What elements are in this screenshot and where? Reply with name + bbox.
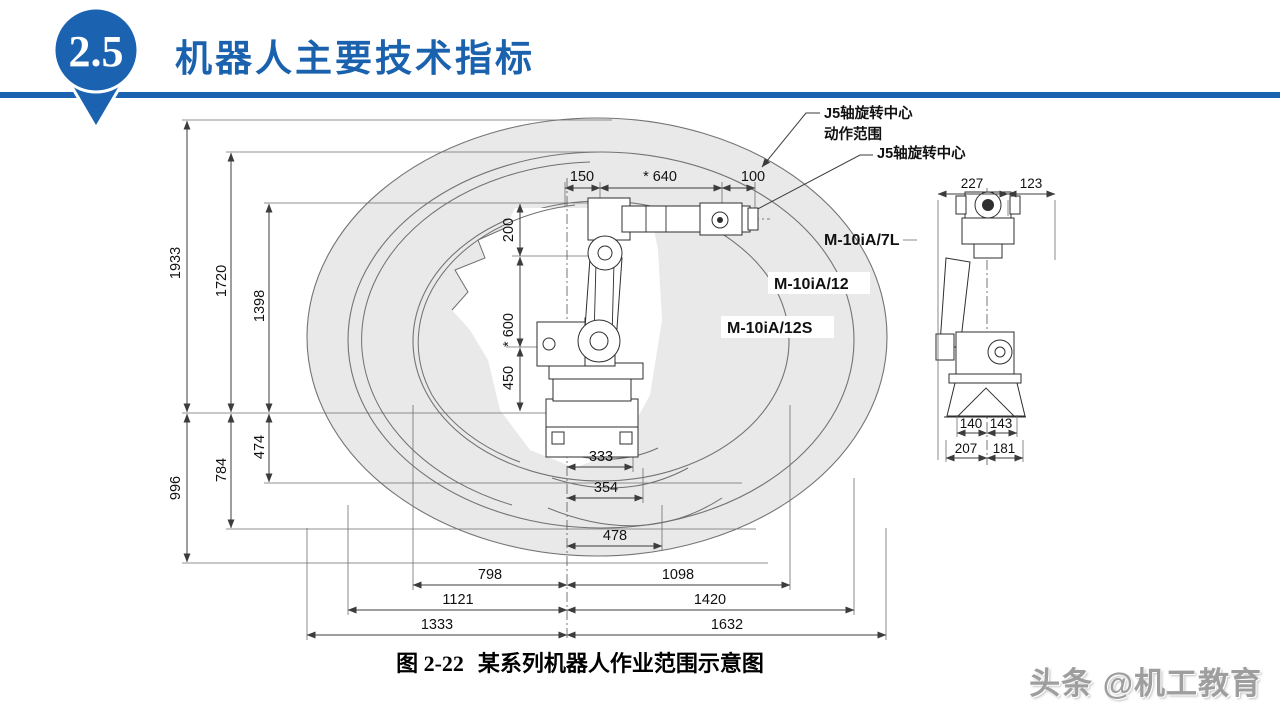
leader-lines xyxy=(732,112,873,223)
dim-784: 784 xyxy=(214,458,230,482)
dim-207: 207 xyxy=(955,441,978,456)
figure-caption-number: 图 2-22 xyxy=(396,651,464,676)
dim-1720: 1720 xyxy=(214,265,230,297)
robot-front-view xyxy=(536,197,759,458)
section-badge: 2.5 xyxy=(52,6,140,131)
dim-227: 227 xyxy=(961,176,984,191)
label-bg-12 xyxy=(768,272,870,294)
dim-450: 450 xyxy=(501,366,517,390)
dim-600: * 600 xyxy=(501,313,517,347)
dim-200: 200 xyxy=(501,218,517,242)
dim-474: 474 xyxy=(252,435,268,459)
dim-123: 123 xyxy=(1020,176,1043,191)
figure-caption-text: 某系列机器人作业范围示意图 xyxy=(477,651,764,676)
robot-side-view xyxy=(935,191,1026,418)
dim-996: 996 xyxy=(168,476,184,500)
dim-1333: 1333 xyxy=(421,617,453,633)
dim-181: 181 xyxy=(993,441,1016,456)
dim-1420: 1420 xyxy=(694,592,726,608)
dim-150: 150 xyxy=(570,169,594,185)
watermark: 头条 @机工教育 xyxy=(1029,666,1262,701)
dim-354: 354 xyxy=(594,480,618,496)
page-title: 机器人主要技术指标 xyxy=(175,38,535,79)
callout-labels: J5轴旋转中心 动作范围 J5轴旋转中心 M-10iA/7L M-10iA/12… xyxy=(721,104,966,338)
dim-140: 140 xyxy=(960,416,983,431)
pin-circle xyxy=(52,6,140,94)
side-view-dimensions xyxy=(903,190,1056,462)
dimension-lines xyxy=(183,120,887,639)
label-j5-center: J5轴旋转中心 xyxy=(877,144,966,162)
label-model-12: M-10iA/12 xyxy=(774,276,849,293)
dim-1632: 1632 xyxy=(711,617,743,633)
dim-333: 333 xyxy=(589,449,613,465)
dim-1933: 1933 xyxy=(168,247,184,279)
dim-1398: 1398 xyxy=(252,290,268,322)
title-rule xyxy=(0,92,1280,98)
dim-640: * 640 xyxy=(643,169,677,185)
label-model-7l: M-10iA/7L xyxy=(824,232,900,249)
label-bg-12s xyxy=(721,316,834,338)
dim-798: 798 xyxy=(478,567,502,583)
dim-143: 143 xyxy=(990,416,1013,431)
label-j5-range-line2: 动作范围 xyxy=(824,125,882,143)
dim-1098: 1098 xyxy=(662,567,694,583)
section-number: 2.5 xyxy=(69,27,124,76)
figure-caption: 图 2-22 某系列机器人作业范围示意图 xyxy=(290,646,870,678)
dim-1121: 1121 xyxy=(442,592,473,608)
label-j5-range-line1: J5轴旋转中心 xyxy=(824,104,913,122)
dim-478: 478 xyxy=(603,528,627,544)
label-model-12s: M-10iA/12S xyxy=(727,320,813,337)
dim-100: 100 xyxy=(741,169,765,185)
dimension-labels: 1933 1720 1398 474 784 996 150 * 640 100… xyxy=(168,169,1042,633)
